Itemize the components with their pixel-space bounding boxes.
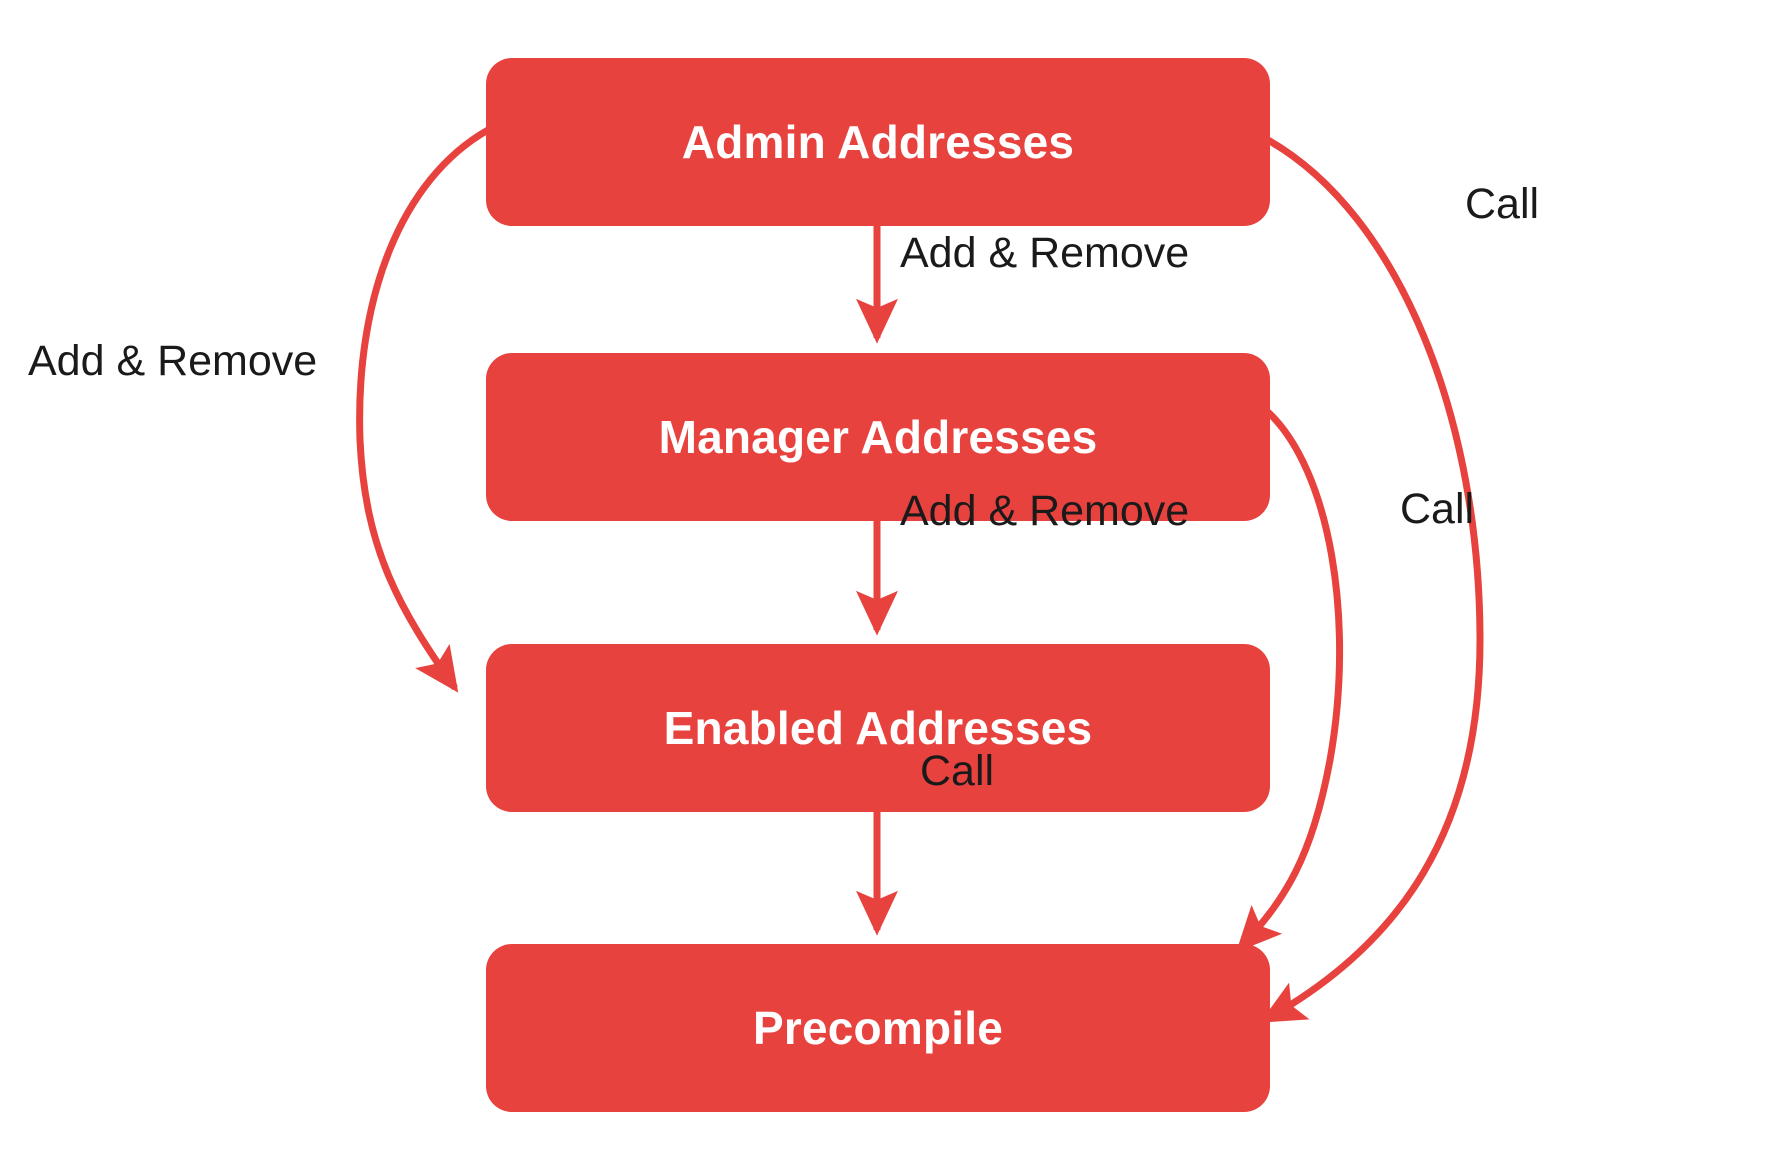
edge-label-enabled-to-precompile: Call bbox=[920, 747, 995, 795]
edge-label-admin-to-manager: Add & Remove bbox=[900, 229, 1190, 277]
edge-label-admin-to-enabled: Add & Remove bbox=[28, 337, 318, 385]
edge-label-admin-to-precompile: Call bbox=[1465, 180, 1540, 228]
node-manager-addresses[interactable]: Manager Addresses bbox=[486, 353, 1270, 521]
edge-label-manager-to-enabled: Add & Remove bbox=[900, 487, 1190, 535]
node-admin-addresses[interactable]: Admin Addresses bbox=[486, 58, 1270, 226]
node-label: Enabled Addresses bbox=[663, 702, 1093, 754]
edge-admin-to-enabled bbox=[356, 126, 490, 693]
node-label: Precompile bbox=[753, 1002, 1003, 1054]
edge-admin-to-precompile bbox=[1260, 136, 1484, 1024]
node-label: Manager Addresses bbox=[658, 411, 1098, 463]
node-enabled-addresses[interactable]: Enabled Addresses bbox=[486, 644, 1270, 812]
node-label: Admin Addresses bbox=[681, 116, 1075, 168]
edge-label-manager-to-precompile: Call bbox=[1400, 485, 1475, 533]
node-precompile[interactable]: Precompile bbox=[486, 944, 1270, 1112]
